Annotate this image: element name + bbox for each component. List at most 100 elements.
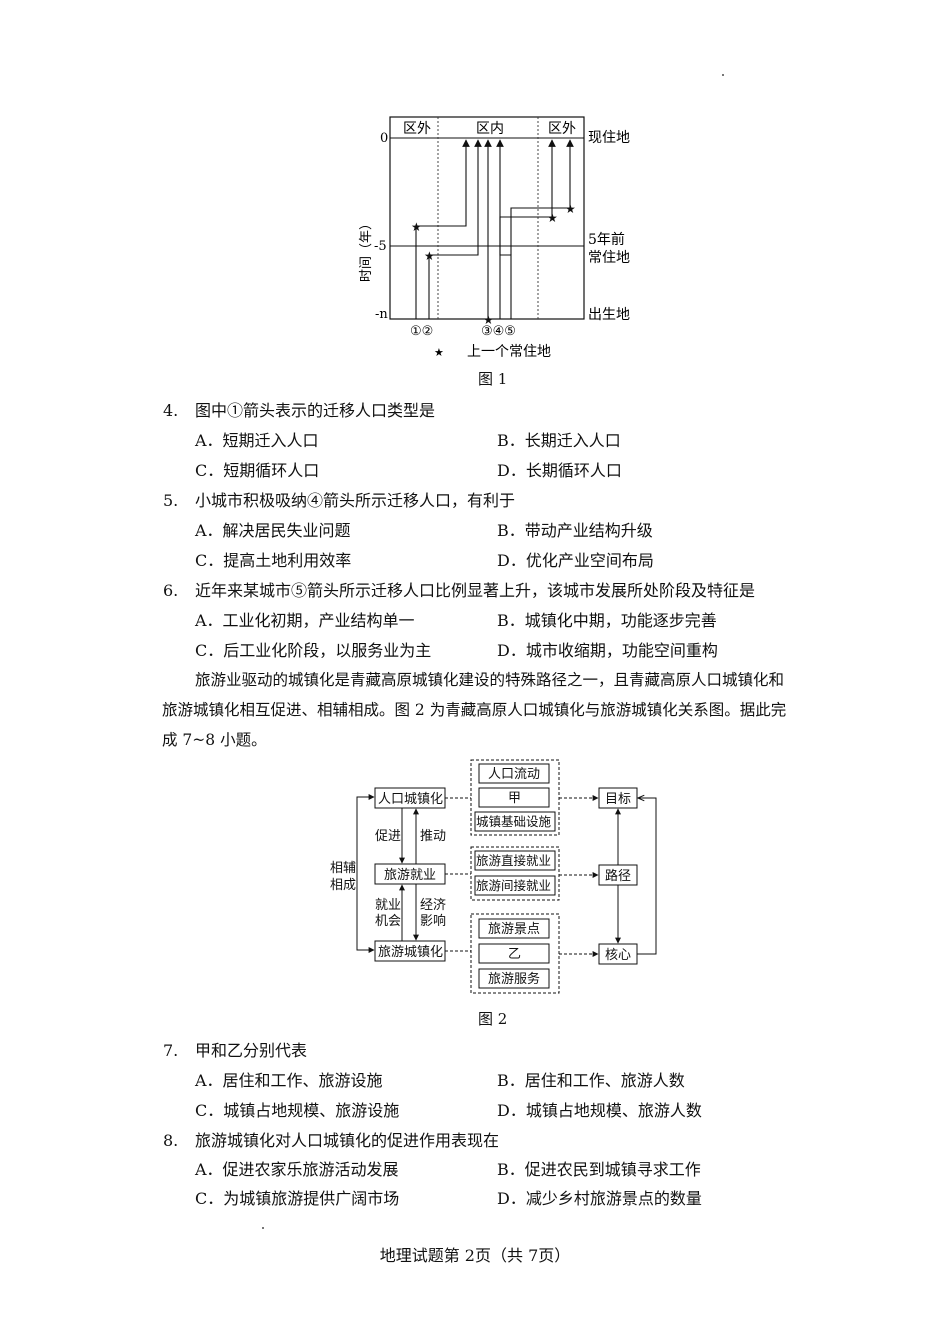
migration-path-6	[510, 139, 574, 255]
item-box	[478, 918, 550, 939]
star-marker: ★	[483, 313, 494, 327]
item-population-flow: 人口流动	[488, 767, 540, 782]
option-a: A．居住和工作、旅游设施	[195, 1071, 383, 1090]
question-stem: 图中①箭头表示的迁移人口类型是	[195, 401, 436, 420]
migration-path-2	[428, 139, 482, 319]
side-label-a: 相辅	[330, 861, 356, 876]
page-footer: 地理试题第 2页（共 7页）	[379, 1246, 571, 1265]
question-number: 7.	[163, 1041, 179, 1060]
item-box	[474, 875, 556, 896]
intro-line-3: 成 7~8 小题。	[162, 731, 267, 749]
option-a: A．促进农家乐旅游活动发展	[195, 1160, 399, 1179]
label-econ-b: 影响	[420, 913, 446, 929]
star-marker: ★	[411, 220, 422, 234]
item-box	[474, 811, 556, 832]
star-marker: ★	[547, 211, 558, 225]
bracket-line	[356, 796, 375, 953]
figure-2-diagram: 相辅 相成 人口城镇化 旅游就业 旅游城镇化 促进 推动 就业 机会 经济 影响…	[330, 759, 657, 994]
question-7: 7. 甲和乙分别代表	[163, 1037, 307, 1061]
label-promote: 促进	[375, 829, 401, 844]
option-c: C．为城镇旅游提供广阔市场	[195, 1189, 400, 1208]
option-c: C．短期循环人口	[195, 461, 320, 480]
star-marker: ★	[424, 249, 435, 263]
tick-0: 0	[380, 131, 388, 146]
option-d: D．长期循环人口	[497, 461, 622, 480]
intro-line-1: 旅游业驱动的城镇化是青藏高原城镇化建设的特殊路径之一，且青藏高原人口城镇化和	[195, 671, 785, 689]
label-job-b: 机会	[375, 914, 401, 929]
item-infrastructure: 城镇基础设施	[476, 814, 552, 829]
side-label-b: 相成	[330, 878, 356, 893]
box-goal	[598, 787, 638, 809]
option-d: D．减少乡村旅游景点的数量	[497, 1189, 702, 1208]
group-box-2	[470, 846, 560, 901]
tick-minus-n: -n	[375, 307, 388, 322]
question-number: 6.	[163, 581, 179, 600]
arrow-numbers-left: ①②	[410, 324, 433, 339]
question-number: 4.	[163, 401, 179, 420]
label-five-years-ago: 5年前	[588, 231, 625, 248]
question-stem: 小城市积极吸纳④箭头所示迁移人口，有利于	[195, 491, 516, 510]
option-c: C．提高土地利用效率	[195, 551, 352, 570]
item-box	[474, 850, 556, 871]
label-drive: 推动	[420, 829, 446, 844]
question-8: 8. 旅游城镇化对人口城镇化的促进作用表现在	[163, 1127, 499, 1151]
item-indirect-employment: 旅游间接就业	[476, 878, 551, 893]
option-b: B．长期迁入人口	[497, 431, 621, 450]
item-scenic-spots: 旅游景点	[488, 922, 540, 937]
legend-star: ★	[434, 346, 444, 359]
figure-2-caption: 图 2	[478, 1010, 508, 1028]
box-tourism-urbanization-label: 旅游城镇化	[378, 945, 443, 960]
box-goal-label: 目标	[605, 792, 631, 807]
label-current-residence: 现住地	[588, 130, 630, 146]
item-yi: 乙	[508, 947, 521, 962]
label-birthplace: 出生地	[588, 307, 630, 323]
option-a: A．解决居民失业问题	[195, 521, 351, 540]
option-b: B．带动产业结构升级	[497, 521, 653, 540]
option-d: D．优化产业空间布局	[497, 551, 654, 570]
intro-line-2: 旅游城镇化相互促进、相辅相成。图 2 为青藏高原人口城镇化与旅游城镇化关系图。据…	[162, 701, 787, 719]
arrow-numbers-right: ③④⑤	[481, 324, 516, 339]
question-stem: 旅游城镇化对人口城镇化的促进作用表现在	[195, 1131, 500, 1150]
plot-frame	[389, 116, 585, 320]
arrow-core-to-goal	[637, 798, 657, 955]
option-b: B．居住和工作、旅游人数	[497, 1071, 685, 1090]
migration-path-4	[499, 139, 556, 319]
y-axis-label: 时间（年）	[359, 217, 374, 282]
question-stem: 甲和乙分别代表	[195, 1041, 308, 1060]
figure-1-diagram: ★ ★ ★ ★ ★ 区外 区内 区外 0 -5 -n 时间（年） 现住地 5年前…	[359, 116, 630, 360]
item-box	[478, 763, 550, 784]
box-path-label: 路径	[605, 868, 631, 884]
question-6: 6. 近年来某城市⑤箭头所示迁移人口比例显著上升，该城市发展所处阶段及特征是	[163, 577, 755, 601]
option-d: D．城市收缩期，功能空间重构	[497, 641, 718, 660]
question-number: 8.	[163, 1131, 179, 1150]
zone-label-middle: 区内	[476, 121, 504, 137]
option-b: B．城镇化中期，功能逐步完善	[497, 611, 717, 630]
item-box	[478, 787, 550, 808]
item-direct-employment: 旅游直接就业	[476, 853, 551, 868]
tick-minus-5: -5	[374, 239, 387, 254]
migration-path-1	[415, 139, 470, 319]
corner-dot	[722, 74, 724, 76]
item-jia: 甲	[508, 791, 521, 806]
question-4: 4. 图中①箭头表示的迁移人口类型是	[163, 397, 435, 421]
star-marker: ★	[565, 202, 576, 216]
option-c: C．城镇占地规模、旅游设施	[195, 1101, 400, 1120]
box-core-label: 核心	[605, 948, 631, 963]
option-a: A．工业化初期，产业结构单一	[195, 611, 415, 630]
migration-path-5	[496, 139, 512, 319]
question-5: 5. 小城市积极吸纳④箭头所示迁移人口，有利于	[163, 487, 515, 511]
question-stem: 近年来某城市⑤箭头所示迁移人口比例显著上升，该城市发展所处阶段及特征是	[195, 581, 756, 600]
zone-label-left: 区外	[403, 121, 431, 137]
option-b: B．促进农民到城镇寻求工作	[497, 1160, 701, 1179]
option-a: A．短期迁入人口	[195, 431, 319, 450]
item-box	[478, 943, 550, 964]
zone-label-right: 区外	[548, 121, 576, 137]
figure-1-caption: 图 1	[478, 370, 508, 388]
footer-dot	[262, 1227, 264, 1229]
box-tourism-employment-label: 旅游就业	[384, 868, 436, 883]
option-c: C．后工业化阶段，以服务业为主	[195, 641, 432, 660]
label-job-a: 就业	[375, 898, 401, 913]
question-number: 5.	[163, 491, 179, 510]
box-population-urbanization-label: 人口城镇化	[378, 792, 443, 807]
option-d: D．城镇占地规模、旅游人数	[497, 1101, 702, 1120]
